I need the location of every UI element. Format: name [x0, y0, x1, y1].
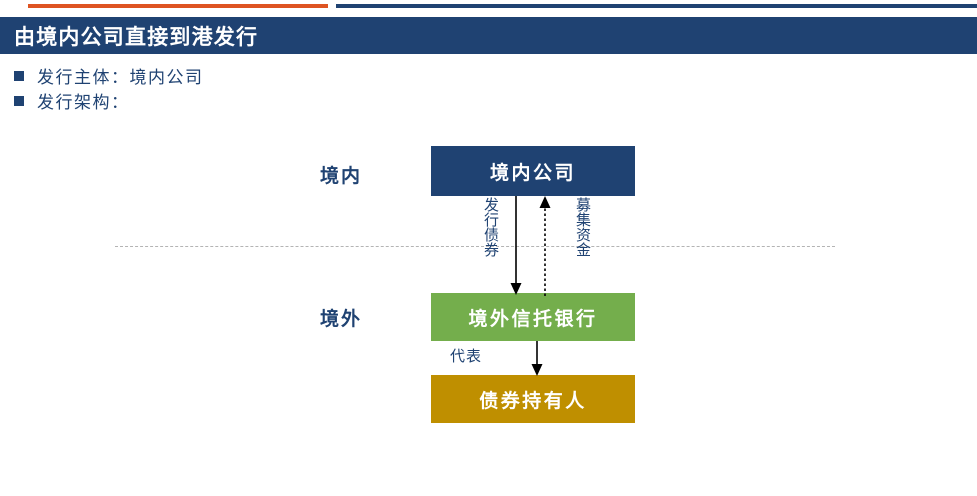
square-bullet-icon	[14, 95, 24, 106]
onshore-offshore-divider	[115, 246, 835, 247]
arrow-down-represent-icon	[531, 341, 543, 376]
connector-label-raise-funds: 募集资金	[574, 197, 590, 257]
node-offshore-trustee: 境外信托银行	[431, 293, 635, 341]
blue-accent-rule	[336, 4, 977, 8]
bullet-list: 发行主体：境内公司 发行架构：	[14, 63, 614, 113]
connector-label-represent: 代表	[450, 349, 483, 365]
region-label-onshore: 境内	[320, 166, 363, 187]
arrow-down-issue-bonds-icon	[510, 196, 522, 295]
orange-accent-rule	[28, 4, 328, 8]
bullet-label: 发行架构：	[37, 93, 130, 112]
connector-label-issue-bonds: 发行债券	[482, 197, 498, 257]
region-label-offshore: 境外	[320, 309, 363, 330]
arrow-up-raise-funds-icon	[539, 196, 551, 296]
node-bondholders: 债券持有人	[431, 375, 635, 423]
bullet-label: 发行主体：境内公司	[37, 68, 204, 87]
node-domestic-company: 境内公司	[431, 146, 635, 196]
slide-title-bar: 由境内公司直接到港发行	[0, 17, 977, 54]
page-title: 由境内公司直接到港发行	[14, 24, 259, 49]
list-item: 发行架构：	[14, 88, 614, 113]
square-bullet-icon	[14, 70, 24, 81]
top-accent-rules	[0, 0, 977, 14]
list-item: 发行主体：境内公司	[14, 63, 614, 88]
